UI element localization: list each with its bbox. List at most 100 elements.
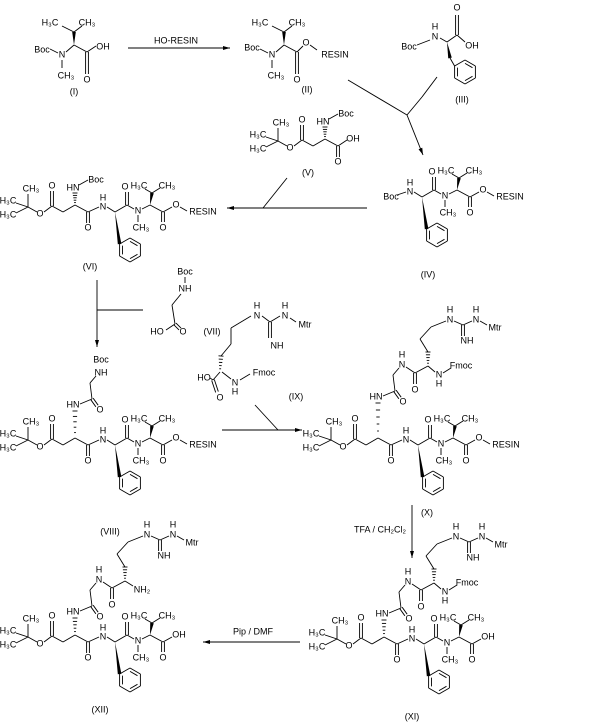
atom-label: H₃C: [131, 413, 148, 423]
bond: [411, 583, 422, 591]
bond: [430, 320, 447, 328]
atom-label: N: [282, 310, 289, 320]
bond: [371, 636, 385, 645]
double-bond: [213, 379, 219, 392]
atom-label: N: [135, 205, 142, 215]
bond: [421, 76, 438, 98]
atom-label: NH: [158, 550, 171, 560]
bond: [106, 206, 116, 213]
atom-label: CH₃: [133, 222, 150, 232]
bond: [144, 618, 153, 624]
atom-label: O: [293, 74, 300, 84]
bond: [396, 638, 409, 645]
bond: [15, 636, 29, 644]
atom-label: HO: [197, 372, 211, 382]
bond: [427, 365, 436, 373]
atom-label: N: [438, 438, 445, 448]
compound-label-XI: (XI): [405, 711, 420, 721]
atom-label: CH₃: [58, 70, 75, 80]
bond: [436, 537, 453, 545]
arrow-step6-head: [410, 551, 414, 558]
bond: [465, 439, 476, 446]
bond: [62, 634, 76, 643]
bond: [464, 62, 473, 69]
atom-label: H: [144, 519, 151, 529]
atom-label: CH₃: [159, 180, 176, 190]
atom-label: CH₃: [273, 117, 290, 127]
bond: [436, 238, 445, 245]
bond: [446, 34, 458, 43]
arrow-step2: [406, 114, 424, 156]
bond: [471, 638, 482, 645]
bond: [114, 204, 128, 213]
bond: [429, 437, 438, 443]
bond: [452, 437, 467, 446]
bond: [129, 685, 141, 693]
arrow-step4-head: [95, 340, 99, 347]
bond: [15, 632, 29, 638]
atom-label: H₃C: [440, 612, 457, 622]
atom-label: O: [36, 208, 43, 218]
bond: [469, 191, 480, 198]
atom-label: O: [179, 326, 186, 336]
bond: [102, 581, 113, 589]
wedge-bond: [418, 445, 425, 478]
atom-label: CH₃: [468, 612, 485, 622]
bond: [27, 206, 38, 213]
atom-label: O: [357, 612, 364, 622]
atom-label: CH₃: [23, 183, 40, 193]
bond: [51, 635, 64, 643]
bond: [106, 439, 116, 446]
bond: [150, 535, 161, 541]
bond: [337, 139, 348, 147]
wedge-bond: [422, 197, 429, 230]
bond: [426, 222, 438, 230]
atom-label: N: [473, 314, 480, 324]
bond: [438, 687, 450, 695]
bond: [141, 634, 151, 640]
bond: [79, 398, 93, 405]
bond: [324, 138, 339, 147]
atom-label: Boc: [93, 354, 109, 364]
atom-label: O: [96, 404, 103, 414]
atom-label: H: [436, 378, 443, 388]
atom-label: Boc: [34, 44, 50, 54]
atom-label: H: [232, 386, 239, 396]
bond: [438, 669, 450, 677]
bond: [428, 687, 440, 695]
atom-label: O: [479, 184, 486, 194]
bond: [73, 44, 88, 53]
bond: [449, 57, 455, 67]
bond: [383, 636, 398, 645]
bond: [485, 537, 494, 543]
atom-label: RESIN: [492, 439, 520, 449]
bond: [179, 439, 188, 445]
atom-label: RESIN: [496, 191, 524, 201]
bond: [293, 139, 303, 147]
atom-label: CH₃: [436, 455, 453, 465]
bond: [165, 323, 176, 331]
atom-label: H₃C: [438, 165, 455, 175]
bond: [416, 39, 431, 46]
bond: [78, 179, 89, 186]
bond: [149, 204, 164, 213]
bond: [74, 634, 89, 643]
bond: [119, 667, 131, 675]
bond: [27, 439, 38, 446]
bond: [129, 237, 141, 245]
compound-label-VII: (VII): [204, 326, 221, 336]
compound-label-X: (X): [421, 507, 433, 517]
atom-label: H: [473, 304, 480, 314]
bond: [464, 75, 473, 82]
bond: [129, 240, 138, 247]
bond: [330, 439, 341, 446]
atom-label: O: [84, 652, 91, 662]
bond: [296, 45, 304, 53]
bond: [89, 382, 93, 400]
atom-label: N: [254, 310, 261, 320]
atom-label: CH₃: [268, 70, 285, 80]
